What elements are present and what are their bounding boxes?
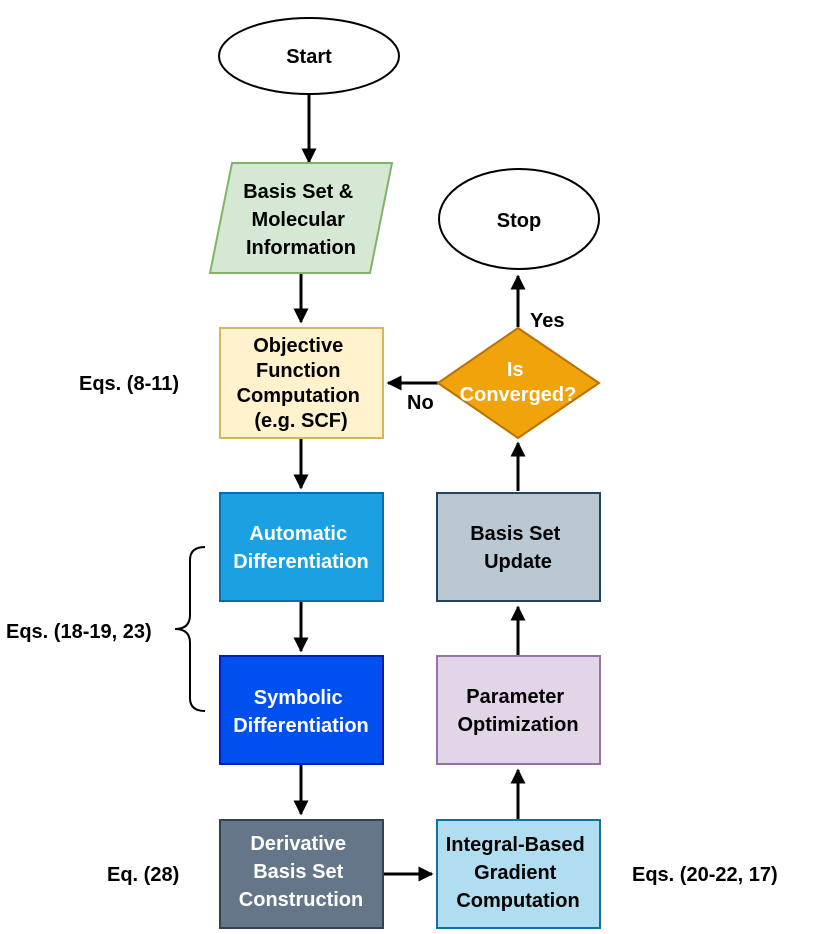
objective-label-line-4: (e.g. SCF) xyxy=(254,410,347,432)
symdiff-label-line-1: Symbolic xyxy=(254,687,343,709)
derivative-label-line-3: Construction xyxy=(239,889,363,911)
objective-label-line-1: Objective xyxy=(253,335,343,357)
start-label: Start xyxy=(286,46,332,68)
autodiff-node: Automatic Differentiation xyxy=(219,492,384,602)
svg-text:Parameter Optimization: Parameter Optimization xyxy=(457,686,578,736)
svg-text:Derivative Basis Set: Derivative Basis Set Construction xyxy=(239,833,363,911)
annotation-objective-eqs: Eqs. (8-11) xyxy=(79,373,179,395)
svg-text:Automatic Differentiatio: Automatic Differentiation xyxy=(233,523,369,573)
input-label-line-3: Information xyxy=(246,237,356,259)
gradient-label-line-3: Computation xyxy=(456,890,579,912)
svg-text:Start: Start xyxy=(286,46,332,68)
svg-text:Basis Set & Molecular: Basis Set & Molecular Information xyxy=(243,181,359,259)
objective-label-line-2: Function xyxy=(256,360,340,382)
optimization-node: Parameter Optimization xyxy=(436,655,601,765)
gradient-label-line-2: Gradient xyxy=(474,862,557,884)
autodiff-label-line-2: Differentiation xyxy=(233,551,369,573)
edge-label-yes: Yes xyxy=(530,310,564,332)
optimization-label-line-2: Optimization xyxy=(457,714,578,736)
annotation-diff-eqs: Eqs. (18-19, 23) xyxy=(6,621,152,643)
derivative-label-line-2: Basis Set xyxy=(253,861,343,883)
svg-text:Basis Set Update: Basis Set Update xyxy=(470,523,566,573)
objective-node: Objective Function Computation (e.g. SCF… xyxy=(219,327,384,439)
optimization-label-line-1: Parameter xyxy=(466,686,564,708)
update-label-line-2: Update xyxy=(484,551,552,573)
derivative-label-line-1: Derivative xyxy=(250,833,346,855)
objective-label-line-3: Computation xyxy=(237,385,360,407)
stop-label: Stop xyxy=(497,210,541,232)
derivative-node: Derivative Basis Set Construction xyxy=(219,819,384,929)
autodiff-label-line-1: Automatic xyxy=(249,523,347,545)
update-node: Basis Set Update xyxy=(436,492,601,602)
edge-label-no: No xyxy=(407,392,434,414)
decision-label-line-2: Converged? xyxy=(460,384,577,406)
input-node: Basis Set & Molecular Information xyxy=(208,162,394,274)
input-label-line-2: Molecular xyxy=(252,209,346,231)
input-label-line-1: Basis Set & xyxy=(243,181,353,203)
connectors xyxy=(293,95,526,882)
svg-text:Objective Function: Objective Function Computation (e.g. SCF… xyxy=(237,335,366,432)
svg-text:Stop: Stop xyxy=(497,210,541,232)
annotation-gradient-eqs: Eqs. (20-22, 17) xyxy=(632,864,778,886)
update-label-line-1: Basis Set xyxy=(470,523,560,545)
start-node: Start xyxy=(218,17,400,95)
differentiation-brace xyxy=(174,546,206,712)
gradient-label-line-1: Integral-Based xyxy=(446,834,585,856)
gradient-node: Integral-Based Gradient Computation xyxy=(436,819,601,929)
symdiff-node: Symbolic Differentiation xyxy=(219,655,384,765)
svg-text:Is Converged?: Is Converged? xyxy=(460,359,577,406)
symdiff-label-line-2: Differentiation xyxy=(233,715,369,737)
annotation-derivative-eqs: Eq. (28) xyxy=(107,864,179,886)
svg-text:Integral-Based Gradient: Integral-Based Gradient Computation xyxy=(446,834,591,912)
stop-node: Stop xyxy=(438,168,600,270)
decision-node: Is Converged? xyxy=(436,326,601,440)
svg-text:Symbolic Differentiation: Symbolic Differentiation xyxy=(233,687,369,737)
decision-label-line-1: Is xyxy=(507,359,524,381)
